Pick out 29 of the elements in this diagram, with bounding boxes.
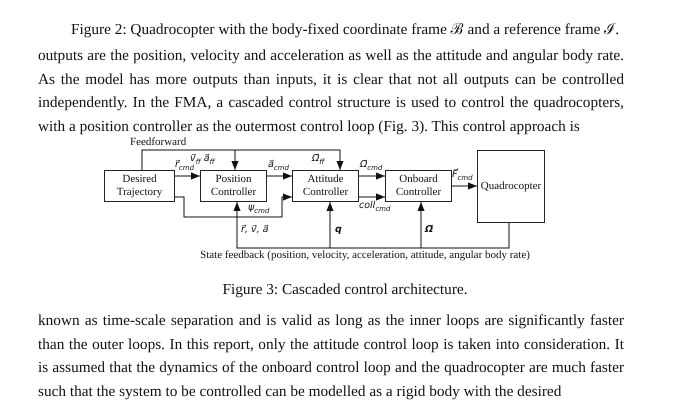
edge-label: Ω⃗$_{cmd}$ [360, 159, 382, 174]
edge-label: Ω⃗$_{ff}$ [312, 153, 324, 168]
process-box: Desired Trajectory [104, 170, 175, 202]
arrow [174, 172, 200, 180]
edge-label: F⃗$_{cmd}$ [452, 169, 473, 184]
edge-label: v⃗$_{ff}$ a⃗$_{ff}$ [190, 153, 215, 166]
arrow [417, 202, 510, 248]
plant-box: Quadrocopter [477, 150, 545, 223]
arrow [358, 193, 386, 201]
edge-label: coll$_{cmd}$ [359, 200, 390, 215]
process-box: Attitude Controller [292, 170, 359, 202]
diagram-label: Feedforward [130, 136, 188, 148]
diagram-label: State feedback (position, velocity, acceleration, attitude, angular body rate) [199, 249, 531, 261]
edge-label: ψ$_{cmd}$ [248, 202, 270, 217]
figure-caption: Figure 3: Cascaded control architecture. [221, 281, 469, 299]
edge-label: q [335, 224, 342, 236]
arrow [452, 182, 478, 190]
arrow [358, 172, 386, 180]
arrow [142, 150, 344, 170]
edge-label: Ω⃗ [425, 224, 434, 236]
edge-label: a⃗$_{cmd}$ [268, 159, 289, 174]
process-box: Position Controller [200, 170, 267, 202]
figure-caption: Figure 2: Quadrocopter with the body-fixed coordinate frame ℬ and a reference frame ℐ. [70, 20, 620, 39]
paragraph: outputs are the position, velocity and acceleration as well as the attitude and angular body rate. As the model has more outputs than inputs, it is clear that not all outputs can be controlled independently. In the FMA, a cascaded control structure is used to control the quadrocopters, with a position controller as the outermost control loop (Fig. 3). This control approach is [38, 46, 624, 136]
paragraph: known as time-scale separation and is valid as long as the inner loops are significantly faster than the outer loops. In this report, only the attitude control loop is taken into consideration. It is assumed that the dynamics of the onboard control loop and the quadrocopter are much faster such that the system to be controlled can be modelled as a rigid body with the desired [38, 311, 624, 402]
edge-label: r⃗, v⃗, a⃗ [241, 224, 268, 236]
process-box: Onboard Controller [385, 170, 452, 202]
arrow [174, 193, 292, 218]
arrow [266, 172, 292, 180]
